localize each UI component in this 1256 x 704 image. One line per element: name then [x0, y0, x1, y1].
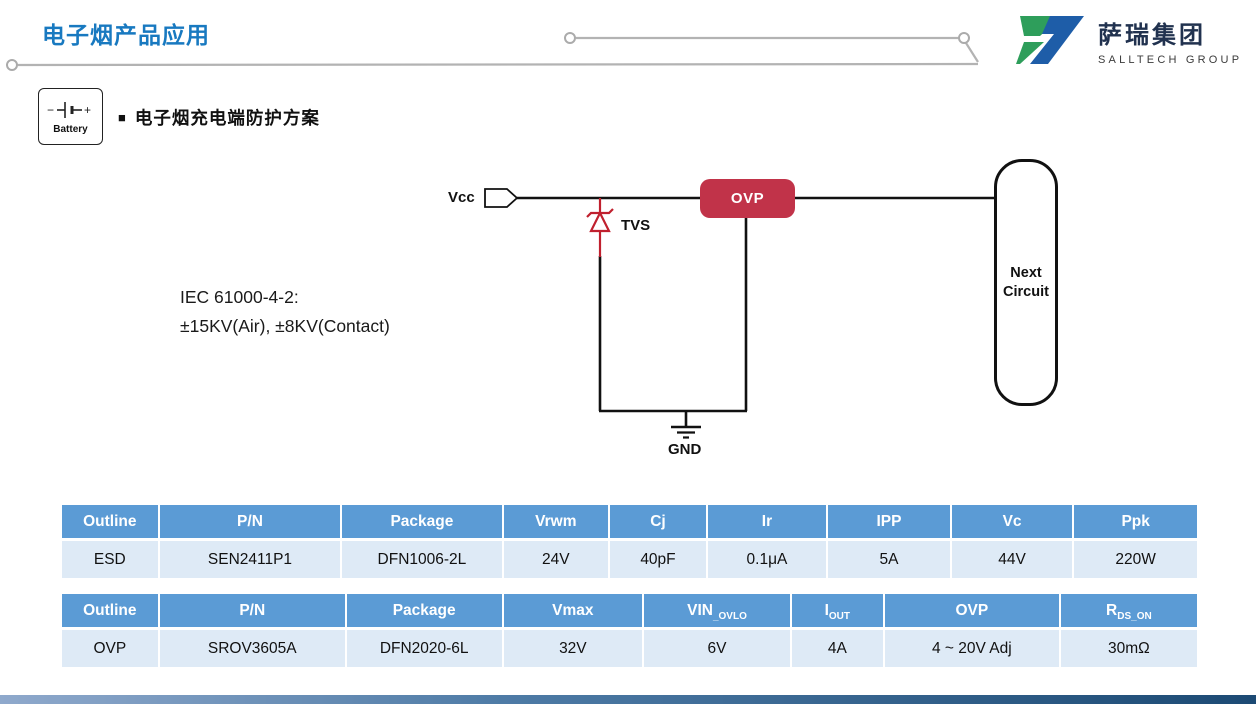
tvs-diode-icon	[586, 198, 614, 257]
ovp-block: OVP	[700, 179, 795, 218]
battery-label: Battery	[53, 124, 88, 135]
next-circuit-block: Next Circuit	[994, 159, 1058, 406]
column-header: Ir	[707, 505, 829, 538]
company-logo: 萨瑞集团 SALLTECH GROUP	[1014, 10, 1242, 70]
next-circuit-line1: Next	[1010, 264, 1042, 281]
column-header: Package	[342, 505, 504, 538]
column-header: Cj	[610, 505, 708, 538]
square-bullet-icon: ■	[118, 110, 126, 125]
iec-standard-note: IEC 61000-4-2: ±15KV(Air), ±8KV(Contact)	[180, 283, 390, 341]
iec-line1: IEC 61000-4-2:	[180, 287, 299, 307]
column-header: Outline	[62, 505, 160, 538]
column-header: RDS_ON	[1060, 594, 1197, 627]
table-cell: 220W	[1074, 541, 1197, 578]
column-header: Vrwm	[503, 505, 611, 538]
table-cell: 5A	[828, 541, 952, 578]
table-cell: 32V	[503, 630, 645, 667]
table-cell: 6V	[644, 630, 792, 667]
logo-name: 萨瑞集团	[1098, 21, 1206, 49]
tvs-label: TVS	[621, 217, 651, 234]
table-cell: OVP	[62, 630, 160, 667]
column-header: Package	[346, 594, 504, 627]
table-cell: 4A	[791, 630, 885, 667]
table-cell: 40pF	[610, 541, 708, 578]
logo-text: 萨瑞集团 SALLTECH GROUP	[1098, 15, 1242, 66]
table-cell: SROV3605A	[159, 630, 347, 667]
battery-badge: − + Battery	[38, 88, 103, 145]
logo-mark-icon	[1016, 16, 1084, 64]
section-heading-text: 电子烟充电端防护方案	[134, 108, 320, 128]
table-cell: ESD	[62, 541, 160, 578]
table-cell: DFN2020-6L	[346, 630, 504, 667]
column-header: OVP	[884, 594, 1061, 627]
column-header: Outline	[62, 594, 160, 627]
battery-icon: − +	[47, 102, 91, 118]
column-header: VIN_OVLO	[644, 594, 792, 627]
column-header: Vc	[951, 505, 1075, 538]
table-cell: SEN2411P1	[159, 541, 343, 578]
logo-subtitle: SALLTECH GROUP	[1098, 53, 1243, 66]
circuit-wires	[517, 196, 997, 427]
svg-text:−: −	[47, 103, 54, 117]
table-cell: 0.1μA	[707, 541, 829, 578]
column-header: P/N	[159, 594, 347, 627]
column-header: P/N	[159, 505, 343, 538]
gnd-symbol-icon	[671, 425, 701, 439]
vcc-label: Vcc	[448, 189, 475, 206]
column-header: IOUT	[791, 594, 885, 627]
table-cell: 4 ~ 20V Adj	[884, 630, 1061, 667]
table-cell: 44V	[951, 541, 1075, 578]
vcc-connector-icon	[484, 188, 519, 208]
column-header: IPP	[828, 505, 952, 538]
table-cell: 24V	[503, 541, 611, 578]
gnd-label: GND	[668, 441, 702, 458]
svg-text:+: +	[84, 103, 91, 117]
table-cell: DFN1006-2L	[342, 541, 504, 578]
next-circuit-line2: Circuit	[1003, 283, 1049, 300]
page-title: 电子烟产品应用	[42, 22, 210, 48]
column-header: Ppk	[1074, 505, 1197, 538]
table-cell: 30mΩ	[1060, 630, 1197, 667]
iec-line2: ±15KV(Air), ±8KV(Contact)	[180, 316, 390, 336]
column-header: Vmax	[503, 594, 645, 627]
section-heading: ■ 电子烟充电端防护方案	[118, 105, 320, 130]
bottom-accent-bar	[0, 695, 1256, 704]
decorative-connector-line	[6, 32, 979, 71]
